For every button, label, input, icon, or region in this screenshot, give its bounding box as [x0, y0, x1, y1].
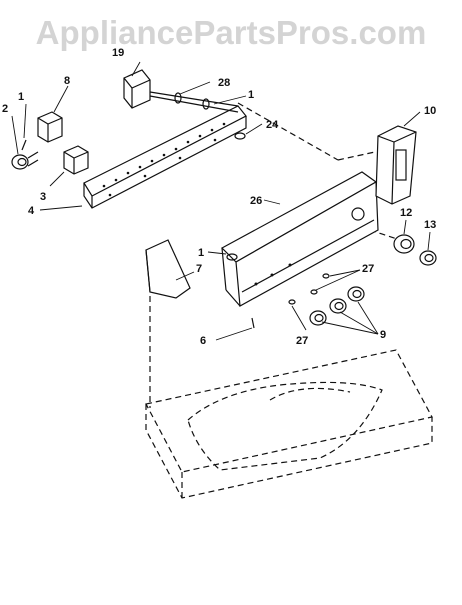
rotary-switch [63, 145, 89, 175]
cabinet-outline [145, 349, 433, 499]
screw-24 [234, 132, 246, 140]
callout-24: 24 [266, 119, 279, 131]
callout-26: 26 [250, 195, 262, 207]
callout-19: 19 [112, 47, 124, 59]
screw-6 [251, 317, 255, 329]
callout-8: 8 [64, 75, 70, 87]
callout-1-left: 1 [18, 91, 24, 103]
left-knob [11, 151, 39, 170]
screw-1 [21, 139, 27, 151]
control-knobs [309, 286, 365, 326]
callout-labels: 19 28 1 8 2 1 24 10 3 4 26 12 13 1 7 27 … [2, 47, 436, 347]
end-cap [145, 239, 191, 299]
rod-lower [149, 95, 239, 113]
clip-pair [174, 92, 210, 110]
callout-1-top: 1 [248, 89, 254, 101]
callout-10: 10 [424, 105, 436, 117]
callout-27-upper: 27 [362, 263, 374, 275]
callout-28-top: 28 [218, 77, 230, 89]
knob-cap [419, 250, 437, 266]
lid-switch [375, 125, 417, 205]
callout-4: 4 [28, 205, 35, 217]
springs [288, 273, 330, 305]
callout-9: 9 [380, 329, 386, 341]
callout-leaders [11, 61, 431, 341]
callout-1-mid: 1 [198, 247, 204, 259]
callout-2: 2 [2, 103, 8, 115]
callout-3: 3 [40, 191, 46, 203]
right-knob [393, 234, 415, 254]
control-bracket [83, 105, 247, 209]
leader-line-top-right [337, 149, 385, 161]
timer-switch [37, 111, 63, 143]
callout-13: 13 [424, 219, 436, 231]
callout-27-lower: 27 [296, 335, 308, 347]
callout-6: 6 [200, 335, 206, 347]
callout-12: 12 [400, 207, 412, 219]
leader-line-top [237, 102, 339, 161]
watermark: AppliancePartsPros.com [35, 14, 427, 51]
rod [149, 91, 239, 107]
callout-7: 7 [196, 263, 202, 275]
hinge-bracket [123, 69, 151, 109]
console-panel [221, 171, 379, 307]
